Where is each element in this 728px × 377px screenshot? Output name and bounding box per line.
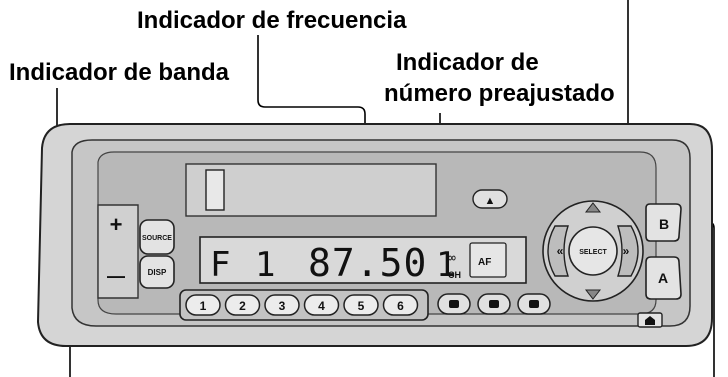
preset-buttons-group: 1 2 3 4 5 6 (179, 289, 429, 321)
source-button[interactable]: SOURCE (139, 219, 175, 255)
cassette-flap (205, 169, 225, 211)
select-button-label: SELECT (579, 249, 607, 256)
volume-up-button[interactable]: + (110, 212, 123, 237)
preset-buttons: 1 2 3 4 5 6 (185, 294, 419, 316)
band-indicator-label: Indicador de banda (9, 59, 230, 86)
source-button-label: SOURCE (142, 235, 172, 242)
preset-button-6[interactable]: 6 (382, 294, 419, 316)
frequency-indicator: 87.50 (308, 241, 427, 285)
preset-button-4[interactable]: 4 (303, 294, 340, 316)
volume-rocker[interactable]: + — (97, 204, 139, 299)
af-indicator: AF (478, 257, 491, 268)
preset-button-2[interactable]: 2 (224, 294, 261, 316)
ch-indicator: CH (448, 270, 461, 280)
preset-button-label: 3 (279, 299, 286, 313)
b-button[interactable]: B (645, 203, 682, 242)
band-indicator: F 1 (210, 245, 277, 285)
stereo-unit: ▲ + — SOURCE DISP F 1 87.50 1 ∞ CH AF (36, 123, 713, 347)
function-buttons (437, 293, 551, 315)
function-button-3-icon (529, 300, 539, 308)
up-arrow-icon[interactable] (584, 202, 602, 213)
af-indicator-box (469, 242, 507, 278)
a-button-label: A (658, 270, 668, 286)
select-button[interactable] (568, 226, 618, 276)
cassette-slot (185, 163, 437, 217)
eject-icon: ▲ (485, 195, 496, 207)
left-arrow-icon: « (557, 244, 564, 258)
preset-button-label: 5 (358, 299, 365, 313)
left-button[interactable] (547, 225, 569, 277)
preset-indicator-label-line2: número preajustado (384, 80, 615, 107)
preset-button-label: 6 (397, 299, 404, 313)
down-arrow-icon[interactable] (584, 289, 602, 300)
preset-indicator-label-line1: Indicador de (396, 49, 539, 76)
preset-button-label: 2 (239, 299, 246, 313)
joystick-control[interactable]: « » SELECT (542, 200, 644, 302)
right-button[interactable] (617, 225, 639, 277)
function-button-2-icon (489, 300, 499, 308)
disp-button[interactable]: DISP (139, 255, 175, 289)
preset-button-3[interactable]: 3 (264, 294, 300, 316)
disp-button-label: DISP (148, 268, 167, 277)
eject-button[interactable]: ▲ (472, 189, 508, 209)
b-button-label: B (659, 216, 669, 232)
preset-button-1[interactable]: 1 (185, 294, 221, 316)
function-button-1-icon (449, 300, 459, 308)
stereo-indicator-icon: ∞ (448, 251, 456, 266)
preset-button-label: 4 (318, 299, 325, 313)
a-button[interactable]: A (645, 256, 682, 300)
preset-number-indicator: 1 (436, 245, 456, 285)
preset-button-label: 1 (200, 299, 207, 313)
frequency-leader-line (257, 35, 366, 243)
lcd-display: F 1 87.50 1 ∞ CH AF (199, 236, 527, 285)
preset-button-5[interactable]: 5 (343, 294, 379, 316)
release-icon (645, 316, 655, 325)
release-button[interactable] (637, 312, 663, 328)
right-arrow-icon: » (623, 244, 630, 258)
frequency-indicator-label: Indicador de frecuencia (137, 7, 407, 34)
volume-down-button[interactable]: — (107, 266, 125, 286)
